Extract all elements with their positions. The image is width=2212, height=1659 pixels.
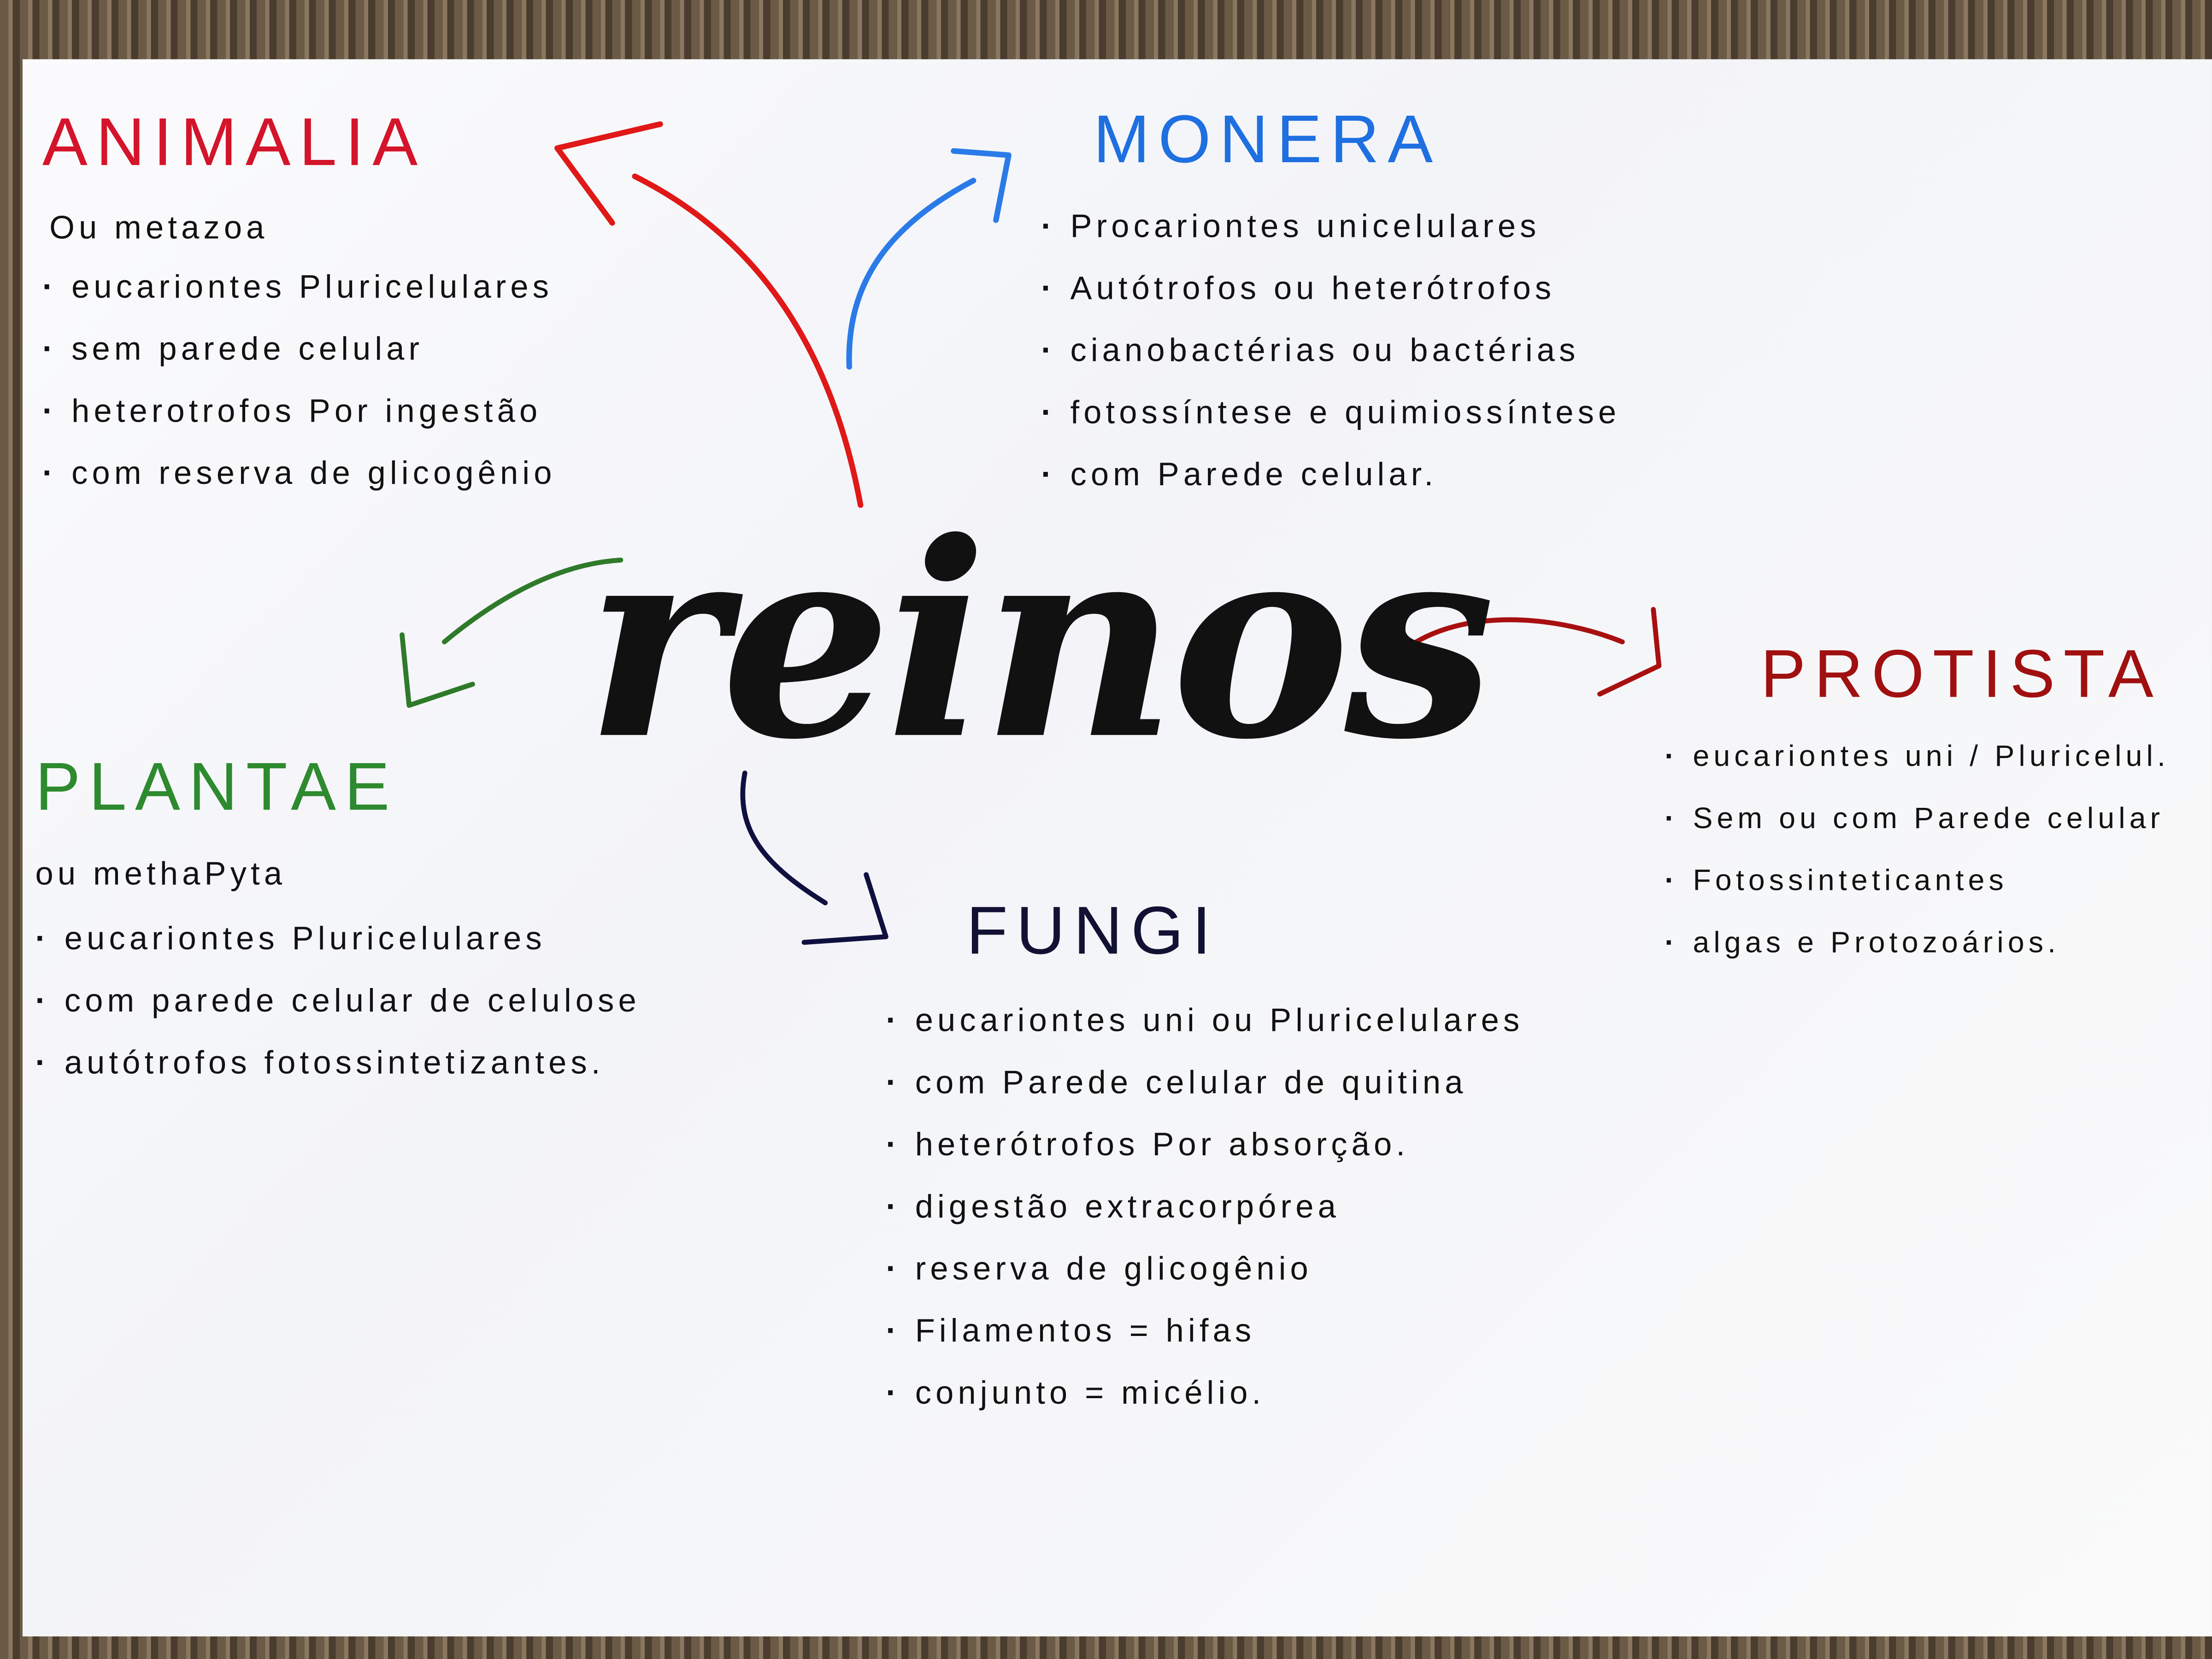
arrow-to-animalia bbox=[632, 173, 864, 508]
arrow-head-protista bbox=[1597, 607, 1662, 697]
list-item: Autótrofos ou heterótrofos bbox=[1041, 270, 1620, 332]
arrow-head-fungi bbox=[801, 872, 888, 945]
list-item: com parede celular de celulose bbox=[35, 982, 641, 1044]
list-item: Sem ou com Parede celular bbox=[1665, 803, 2170, 865]
list-item: heterotrofos Por ingestão bbox=[42, 392, 556, 454]
heading-monera: MONERA bbox=[1093, 103, 1441, 178]
arrow-head-plantae bbox=[400, 632, 475, 708]
arrow-head-animalia bbox=[554, 121, 663, 226]
arrow-to-plantae bbox=[441, 557, 624, 645]
list-item: Fotossinteticantes bbox=[1665, 865, 2170, 927]
list-item: com reserva de glicogênio bbox=[42, 454, 556, 517]
heading-plantae: PLANTAE bbox=[35, 750, 398, 825]
list-item: Procariontes unicelulares bbox=[1041, 207, 1620, 270]
list-item: com Parede celular. bbox=[1041, 456, 1620, 518]
list-item: cianobactérias ou bactérias bbox=[1041, 331, 1620, 394]
list-item: algas e Protozoários. bbox=[1665, 927, 2170, 989]
list-item: eucariontes Pluricelulares bbox=[35, 920, 641, 982]
arrow-to-monera bbox=[846, 177, 977, 370]
heading-protista: PROTISTA bbox=[1760, 637, 2162, 712]
list-item: digestão extracorpórea bbox=[886, 1188, 1524, 1250]
list-item: fotossíntese e quimiossíntese bbox=[1041, 394, 1620, 456]
list-protista: eucariontes uni / Pluricelul. Sem ou com… bbox=[1665, 741, 2170, 989]
title-reinos: reinos bbox=[585, 483, 1495, 799]
list-item: eucariontes Pluricelulares bbox=[42, 268, 556, 330]
list-plantae: eucariontes Pluricelulares com parede ce… bbox=[35, 920, 641, 1106]
list-item: eucariontes uni / Pluricelul. bbox=[1665, 741, 2170, 803]
arrow-head-monera bbox=[951, 148, 1012, 223]
list-item: autótrofos fotossintetizantes. bbox=[35, 1044, 641, 1106]
arrow-to-fungi bbox=[740, 771, 828, 906]
heading-fungi: FUNGI bbox=[966, 894, 1219, 970]
list-item: conjunto = micélio. bbox=[886, 1374, 1524, 1436]
heading-animalia: ANIMALIA bbox=[42, 106, 426, 181]
list-item: Filamentos = hifas bbox=[886, 1312, 1524, 1374]
list-item: eucariontes uni ou Pluricelulares bbox=[886, 1001, 1524, 1064]
subtitle-plantae: ou methaPyta bbox=[35, 855, 287, 892]
list-item: sem parede celular bbox=[42, 330, 556, 392]
list-item: com Parede celular de quitina bbox=[886, 1064, 1524, 1126]
list-item: heterótrofos Por absorção. bbox=[886, 1126, 1524, 1188]
list-item: reserva de glicogênio bbox=[886, 1250, 1524, 1312]
subtitle-animalia: Ou metazoa bbox=[49, 209, 269, 246]
list-fungi: eucariontes uni ou Pluricelulares com Pa… bbox=[886, 1001, 1524, 1436]
list-animalia: eucariontes Pluricelulares sem parede ce… bbox=[42, 268, 556, 517]
arrow-to-protista bbox=[1394, 617, 1625, 659]
list-monera: Procariontes unicelulares Autótrofos ou … bbox=[1041, 207, 1620, 518]
